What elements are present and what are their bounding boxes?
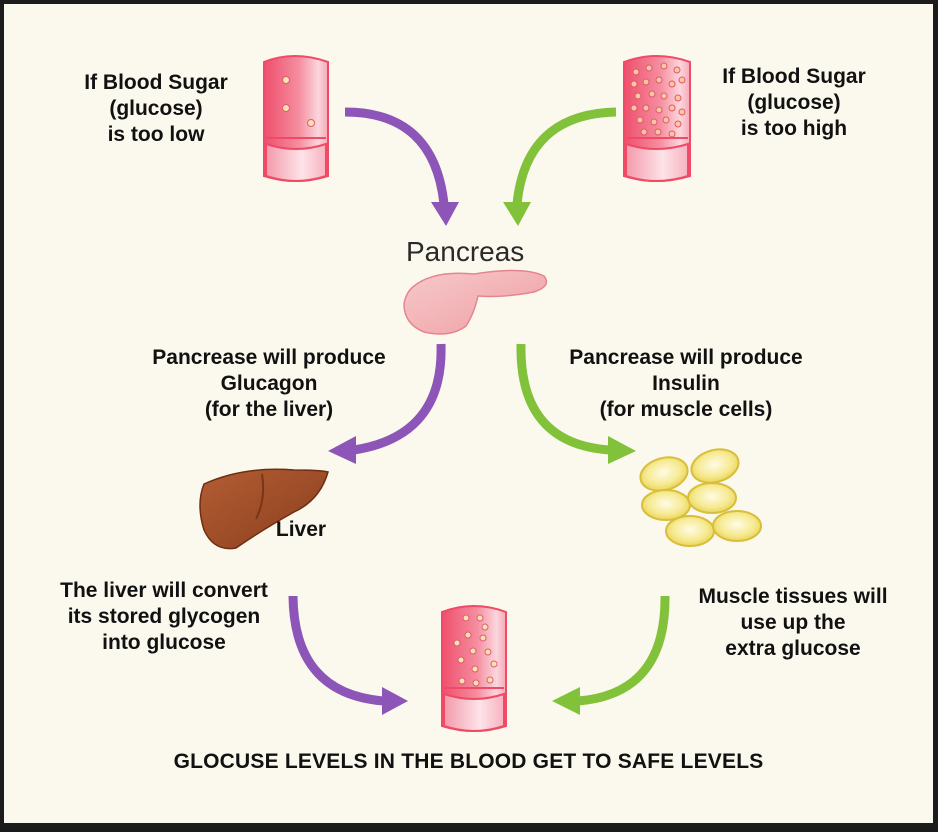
blood-vessel-high-icon bbox=[623, 55, 691, 182]
insulin-label: Pancrease will produce Insulin (for musc… bbox=[569, 346, 803, 421]
arrow-muscle-to-blood bbox=[552, 595, 670, 715]
arrow-high-to-pancreas bbox=[503, 107, 617, 226]
low-sugar-label: If Blood Sugar (glucose) is too low bbox=[84, 71, 228, 146]
pancreas-icon bbox=[403, 269, 548, 335]
muscle-cells-icon bbox=[639, 448, 762, 547]
pancreas-label: Pancreas bbox=[406, 236, 525, 267]
muscle-action-label: Muscle tissues will use up the extra glu… bbox=[698, 585, 888, 660]
result-caption: GLOCUSE LEVELS IN THE BLOOD GET TO SAFE … bbox=[173, 750, 764, 773]
liver-action-label: The liver will convert its stored glycog… bbox=[60, 579, 268, 654]
arrow-low-to-pancreas bbox=[344, 107, 459, 226]
liver-label: Liver bbox=[275, 518, 327, 541]
diagram-art bbox=[199, 55, 762, 732]
arrow-insulin-to-muscle bbox=[516, 343, 636, 464]
liver-icon bbox=[199, 468, 329, 550]
arrow-glucagon-to-liver bbox=[328, 343, 446, 464]
blood-vessel-normal-icon bbox=[441, 605, 507, 732]
arrow-liver-to-blood bbox=[288, 595, 408, 715]
blood-vessel-low-icon bbox=[263, 55, 329, 182]
high-sugar-label: If Blood Sugar (glucose) is too high bbox=[722, 65, 866, 140]
glucagon-label: Pancrease will produce Glucagon (for the… bbox=[152, 346, 386, 421]
